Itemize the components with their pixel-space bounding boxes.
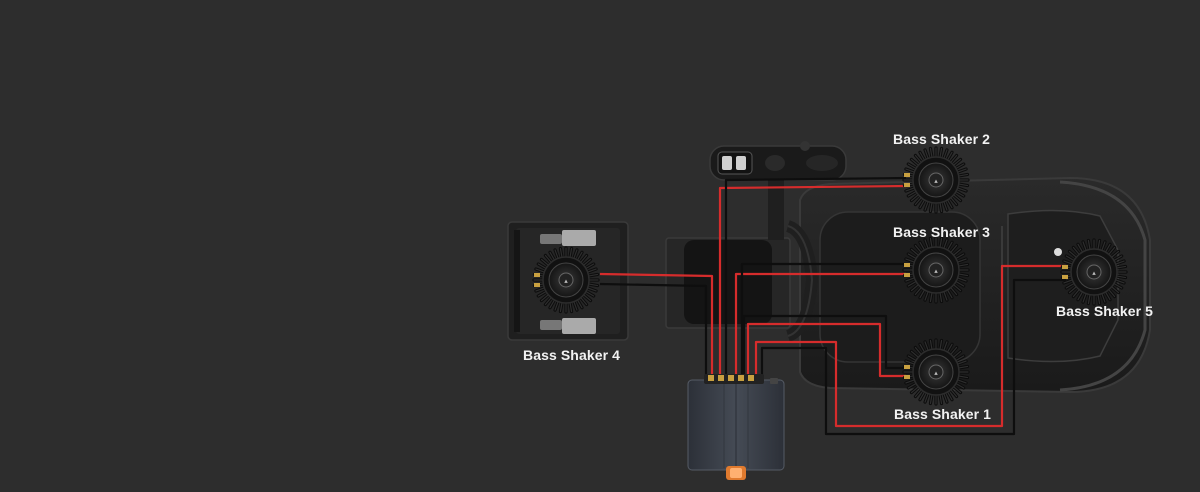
cable-shaker-1-red [746, 322, 906, 380]
svg-text:▴: ▴ [934, 177, 938, 185]
cable-group [599, 176, 1066, 436]
cable-shaker-4-black [599, 282, 708, 380]
bass-shaker-icon: ▴ [902, 338, 970, 406]
bass-shaker-icon: ▴ [902, 146, 970, 214]
cable-shaker-5-red [754, 264, 1066, 428]
label-bass-shaker-2: Bass Shaker 2 [893, 131, 991, 147]
amplifier-icon [687, 374, 785, 480]
bass-shaker-icon: ▴ [1060, 238, 1128, 306]
cable-shaker-5-black [760, 278, 1066, 436]
svg-text:▴: ▴ [564, 277, 568, 285]
shifter-icon [709, 141, 847, 240]
shakers-layer: ▴ ▴ ▴ ▴ ▴ [532, 146, 1128, 406]
svg-text:▴: ▴ [934, 369, 938, 377]
label-bass-shaker-5: Bass Shaker 5 [1056, 303, 1154, 319]
label-bass-shaker-3: Bass Shaker 3 [893, 224, 991, 240]
cable-shaker-3-red [734, 272, 906, 380]
cable-shaker-1-black [742, 314, 906, 380]
label-bass-shaker-1: Bass Shaker 1 [894, 406, 992, 422]
svg-text:▴: ▴ [934, 267, 938, 275]
label-bass-shaker-4: Bass Shaker 4 [523, 347, 621, 363]
cable-shaker-3-black [740, 262, 906, 380]
bass-shaker-icon: ▴ [532, 246, 600, 314]
steering-wheel-icon [665, 220, 819, 342]
cable-shaker-4-red [599, 272, 714, 380]
cable-shaker-2-red [718, 184, 907, 380]
cable-shaker-2-black [724, 176, 907, 380]
bass-shaker-icon: ▴ [902, 236, 970, 304]
svg-text:▴: ▴ [1092, 269, 1096, 277]
racing-seat-icon [799, 176, 1151, 394]
